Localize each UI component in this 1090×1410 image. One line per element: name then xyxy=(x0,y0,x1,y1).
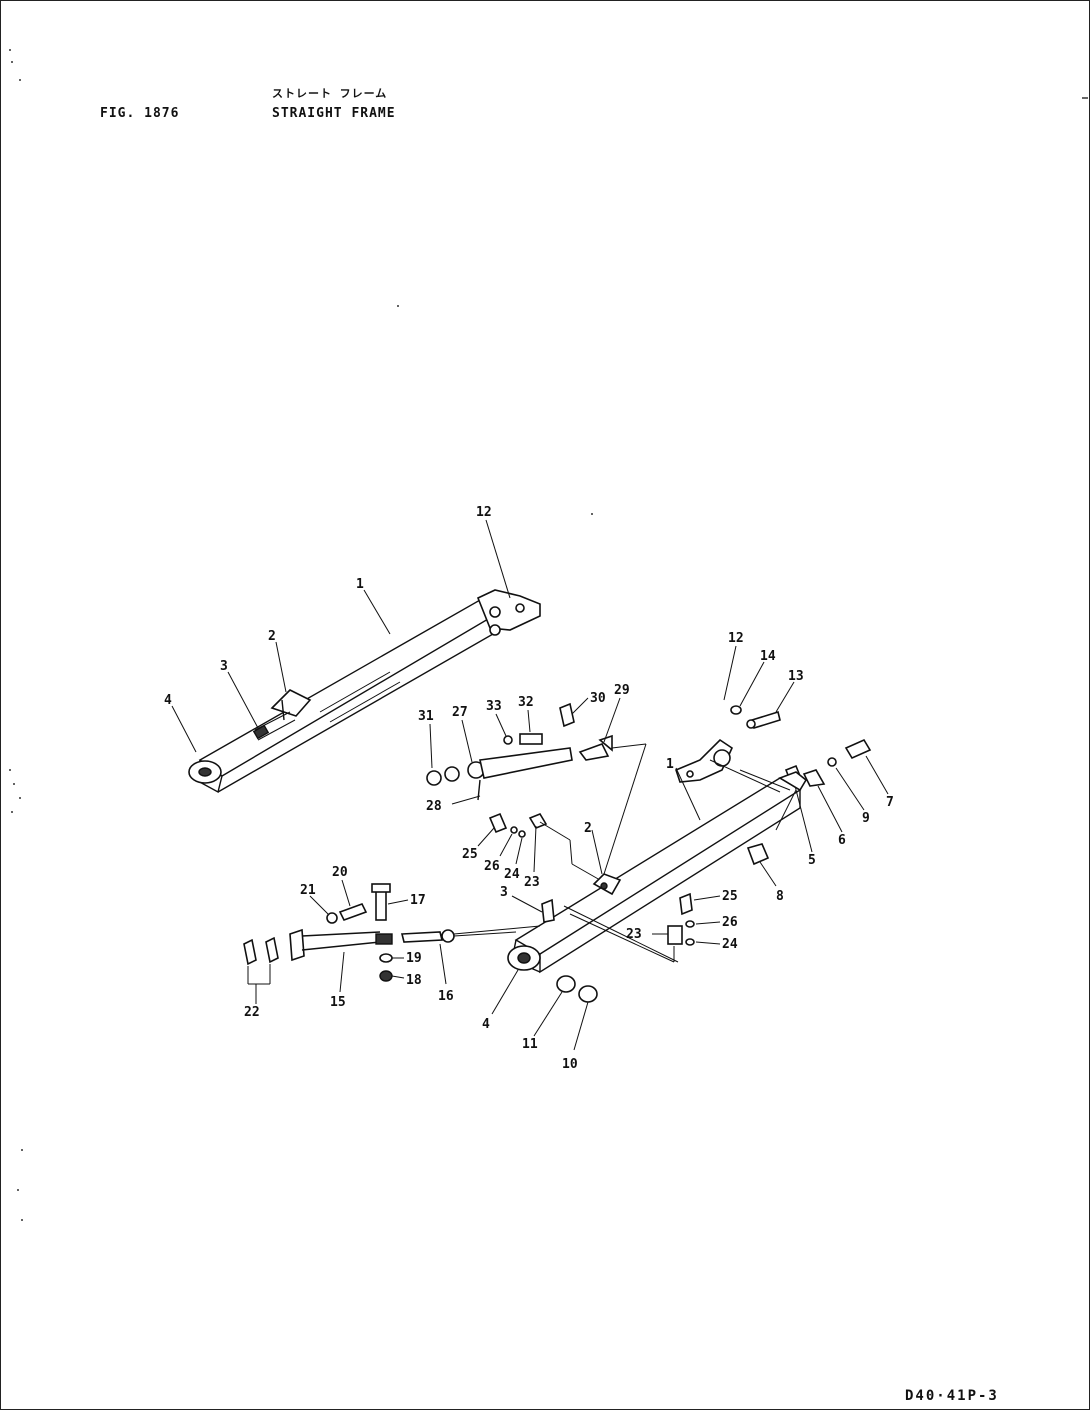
callout-rod-26: 26 xyxy=(484,859,500,874)
callout-link-20: 20 xyxy=(332,865,348,880)
callout-rod-25: 25 xyxy=(462,847,478,862)
callout-link-22: 22 xyxy=(244,1005,260,1020)
callout-lower-11: 11 xyxy=(522,1037,538,1052)
lower-frame-leaders xyxy=(453,767,721,1051)
upper-frame-leaders xyxy=(171,519,511,753)
callout-bracket-5: 5 xyxy=(808,853,816,868)
callout-bracket-8: 8 xyxy=(776,889,784,904)
callout-upper-1: 1 xyxy=(356,577,364,592)
callout-rod-27: 27 xyxy=(452,705,468,720)
lower-track-frame xyxy=(507,771,808,1003)
callout-link-16: 16 xyxy=(438,989,454,1004)
callout-link-18: 18 xyxy=(406,973,422,988)
callout-rod-32: 32 xyxy=(518,695,534,710)
center-rod-leaders xyxy=(429,697,647,881)
callout-bracket-6: 6 xyxy=(838,833,846,848)
callout-lower-4: 4 xyxy=(482,1017,490,1032)
callout-lower-24: 24 xyxy=(722,937,738,952)
callout-upper-2: 2 xyxy=(268,629,276,644)
callout-link-15: 15 xyxy=(330,995,346,1010)
callout-rod-28: 28 xyxy=(426,799,442,814)
left-link-assembly xyxy=(243,883,517,982)
callout-bracket-14: 14 xyxy=(760,649,776,664)
callout-lower-25: 25 xyxy=(722,889,738,904)
callout-link-21: 21 xyxy=(300,883,316,898)
callout-lower-1: 1 xyxy=(666,757,674,772)
document-code: D40·41P-3 xyxy=(905,1388,999,1404)
callout-rod-23: 23 xyxy=(524,875,540,890)
callout-link-17: 17 xyxy=(410,893,426,908)
left-link-leaders xyxy=(247,879,447,1004)
assembly-leader-lines xyxy=(563,759,781,963)
callout-upper-4: 4 xyxy=(164,693,172,708)
callout-bracket-7: 7 xyxy=(886,795,894,810)
callout-upper-3: 3 xyxy=(220,659,228,674)
callout-rod-33: 33 xyxy=(486,699,502,714)
callout-bracket-12: 12 xyxy=(728,631,744,646)
scan-marks xyxy=(9,49,1088,1221)
upper-track-frame xyxy=(188,589,541,794)
callout-lower-2: 2 xyxy=(584,821,592,836)
title-japanese: ストレート フレーム xyxy=(272,87,388,100)
callout-rod-24: 24 xyxy=(504,867,520,882)
callout-lower-10: 10 xyxy=(562,1057,578,1072)
callout-rod-30: 30 xyxy=(590,691,606,706)
center-rod-parts xyxy=(426,702,613,838)
callout-rod-31: 31 xyxy=(418,709,434,724)
callout-lower-3: 3 xyxy=(500,885,508,900)
callout-lower-26: 26 xyxy=(722,915,738,930)
callout-link-19: 19 xyxy=(406,951,422,966)
callout-bracket-9: 9 xyxy=(862,811,870,826)
callout-bracket-13: 13 xyxy=(788,669,804,684)
figure-number: FIG. 1876 xyxy=(100,106,180,121)
callout-upper-12: 12 xyxy=(476,505,492,520)
title-english: STRAIGHT FRAME xyxy=(272,106,396,121)
callout-rod-29: 29 xyxy=(614,683,630,698)
right-bracket-leaders xyxy=(723,645,889,887)
